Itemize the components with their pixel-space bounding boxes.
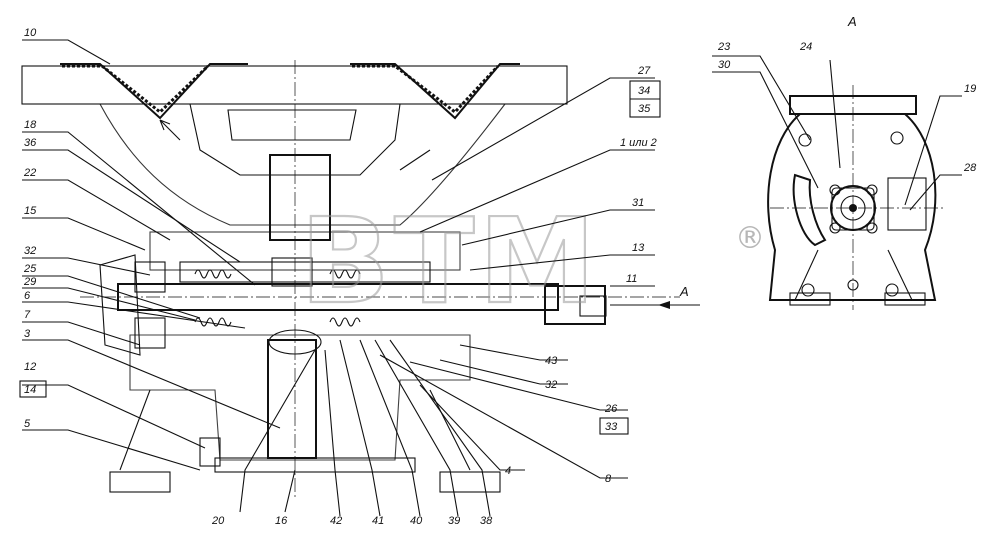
label-41: 41 <box>372 515 384 527</box>
label-25: 25 <box>23 263 37 275</box>
svg-text:BTM: BTM <box>300 192 600 330</box>
label-35: 35 <box>638 103 651 115</box>
label-27: 27 <box>637 65 651 77</box>
label-28: 28 <box>963 162 977 174</box>
label-20: 20 <box>211 515 225 527</box>
label-42: 42 <box>330 515 342 527</box>
end-view-a <box>767 59 945 310</box>
label-22: 22 <box>23 167 36 179</box>
svg-text:®: ® <box>735 221 765 256</box>
label-3: 3 <box>24 328 31 340</box>
label-7: 7 <box>24 309 31 321</box>
label-40: 40 <box>410 515 423 527</box>
part-labels: A 10 18 36 22 15 32 25 29 6 7 3 12 14 5 … <box>19 14 977 527</box>
label-23: 23 <box>717 41 731 53</box>
label-12: 12 <box>24 361 36 373</box>
label-36: 36 <box>24 137 37 149</box>
label-31: 31 <box>632 197 644 209</box>
label-10: 10 <box>24 27 37 39</box>
label-5: 5 <box>24 418 31 430</box>
label-39: 39 <box>448 515 460 527</box>
label-19: 19 <box>964 83 976 95</box>
label-32-left: 32 <box>24 245 36 257</box>
label-26: 26 <box>604 403 618 415</box>
label-14: 14 <box>24 384 36 396</box>
label-24: 24 <box>799 41 812 53</box>
label-13: 13 <box>632 242 645 254</box>
label-32-right: 32 <box>545 379 557 391</box>
label-view-arrow-a: A <box>679 284 689 299</box>
label-11: 11 <box>626 273 637 285</box>
label-43: 43 <box>545 355 558 367</box>
label-29: 29 <box>23 276 36 288</box>
label-34: 34 <box>638 85 650 97</box>
view-a-title: A <box>847 14 857 29</box>
watermark: BTM ® <box>299 191 765 331</box>
label-18: 18 <box>24 119 37 131</box>
label-15: 15 <box>24 205 37 217</box>
label-6: 6 <box>24 290 31 302</box>
label-33: 33 <box>605 421 618 433</box>
label-16: 16 <box>275 515 288 527</box>
leader-lines <box>22 39 962 517</box>
label-1-or-2: 1 или 2 <box>620 137 657 149</box>
label-30: 30 <box>718 59 731 71</box>
label-38: 38 <box>480 515 493 527</box>
label-4: 4 <box>505 465 511 477</box>
label-8: 8 <box>605 473 612 485</box>
